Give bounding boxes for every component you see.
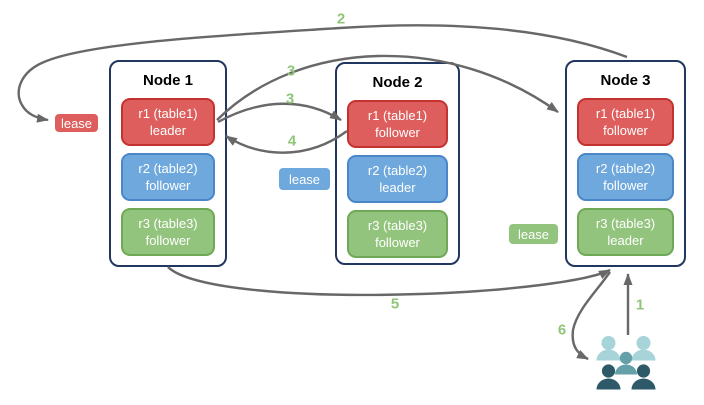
node-1: Node 1 r1 (table1) leader r2 (table2) fo… bbox=[109, 60, 227, 267]
arrow-step-3-to-node2 bbox=[217, 102, 342, 124]
step-label-5: 5 bbox=[390, 295, 400, 313]
replica-name: r2 (table2) bbox=[595, 161, 656, 176]
step-label-1: 1 bbox=[635, 296, 645, 314]
replica-name: r1 (table1) bbox=[367, 108, 428, 123]
replica-role: follower bbox=[375, 235, 420, 250]
step-label-6: 6 bbox=[557, 321, 567, 339]
arrow-step-4 bbox=[225, 130, 348, 154]
replica-name: r2 (table2) bbox=[367, 163, 428, 178]
replica-name: r1 (table1) bbox=[138, 106, 198, 121]
node-2-replica-r2: r2 (table2) leader bbox=[347, 155, 448, 203]
node-1-replica-r2: r2 (table2) follower bbox=[121, 153, 215, 201]
replica-name: r3 (table3) bbox=[595, 216, 656, 231]
node-2-replica-r3: r3 (table3) follower bbox=[347, 210, 448, 258]
lease-badge-r2: lease bbox=[277, 166, 332, 192]
node-2: Node 2 r1 (table1) follower r2 (table2) … bbox=[335, 62, 460, 265]
replica-role: leader bbox=[379, 180, 416, 195]
replica-role: follower bbox=[603, 123, 648, 138]
replica-name: r3 (table3) bbox=[138, 216, 198, 231]
node-2-title: Node 2 bbox=[372, 73, 423, 91]
node-1-replica-r3: r3 (table3) follower bbox=[121, 208, 215, 256]
node-3-replica-r2: r2 (table2) follower bbox=[577, 153, 674, 201]
node-2-replica-r1: r1 (table1) follower bbox=[347, 100, 448, 148]
step-label-2: 2 bbox=[336, 10, 346, 28]
node-3-title: Node 3 bbox=[600, 71, 651, 89]
node-1-replica-r1: r1 (table1) leader bbox=[121, 98, 215, 146]
lease-badge-r3: lease bbox=[507, 222, 560, 246]
replica-name: r3 (table3) bbox=[367, 218, 428, 233]
node-3-replica-r1: r1 (table1) follower bbox=[577, 98, 674, 146]
node-3: Node 3 r1 (table1) follower r2 (table2) … bbox=[565, 60, 686, 267]
replica-role: follower bbox=[145, 233, 191, 248]
replica-role: follower bbox=[603, 178, 648, 193]
replica-role: leader bbox=[607, 233, 644, 248]
step-label-4: 4 bbox=[287, 132, 297, 150]
arrow-step-5 bbox=[167, 266, 611, 297]
replica-role: follower bbox=[145, 178, 191, 193]
replica-name: r1 (table1) bbox=[595, 106, 656, 121]
node-1-title: Node 1 bbox=[142, 71, 193, 89]
replica-role: leader bbox=[149, 123, 187, 138]
node-3-replica-r3: r3 (table3) leader bbox=[577, 208, 674, 256]
users-icon bbox=[596, 336, 656, 390]
lease-badge-r1: lease bbox=[53, 112, 100, 134]
replica-role: follower bbox=[375, 125, 420, 140]
replica-name: r2 (table2) bbox=[138, 161, 198, 176]
step-label-3a: 3 bbox=[286, 62, 296, 80]
step-label-3b: 3 bbox=[285, 90, 295, 108]
